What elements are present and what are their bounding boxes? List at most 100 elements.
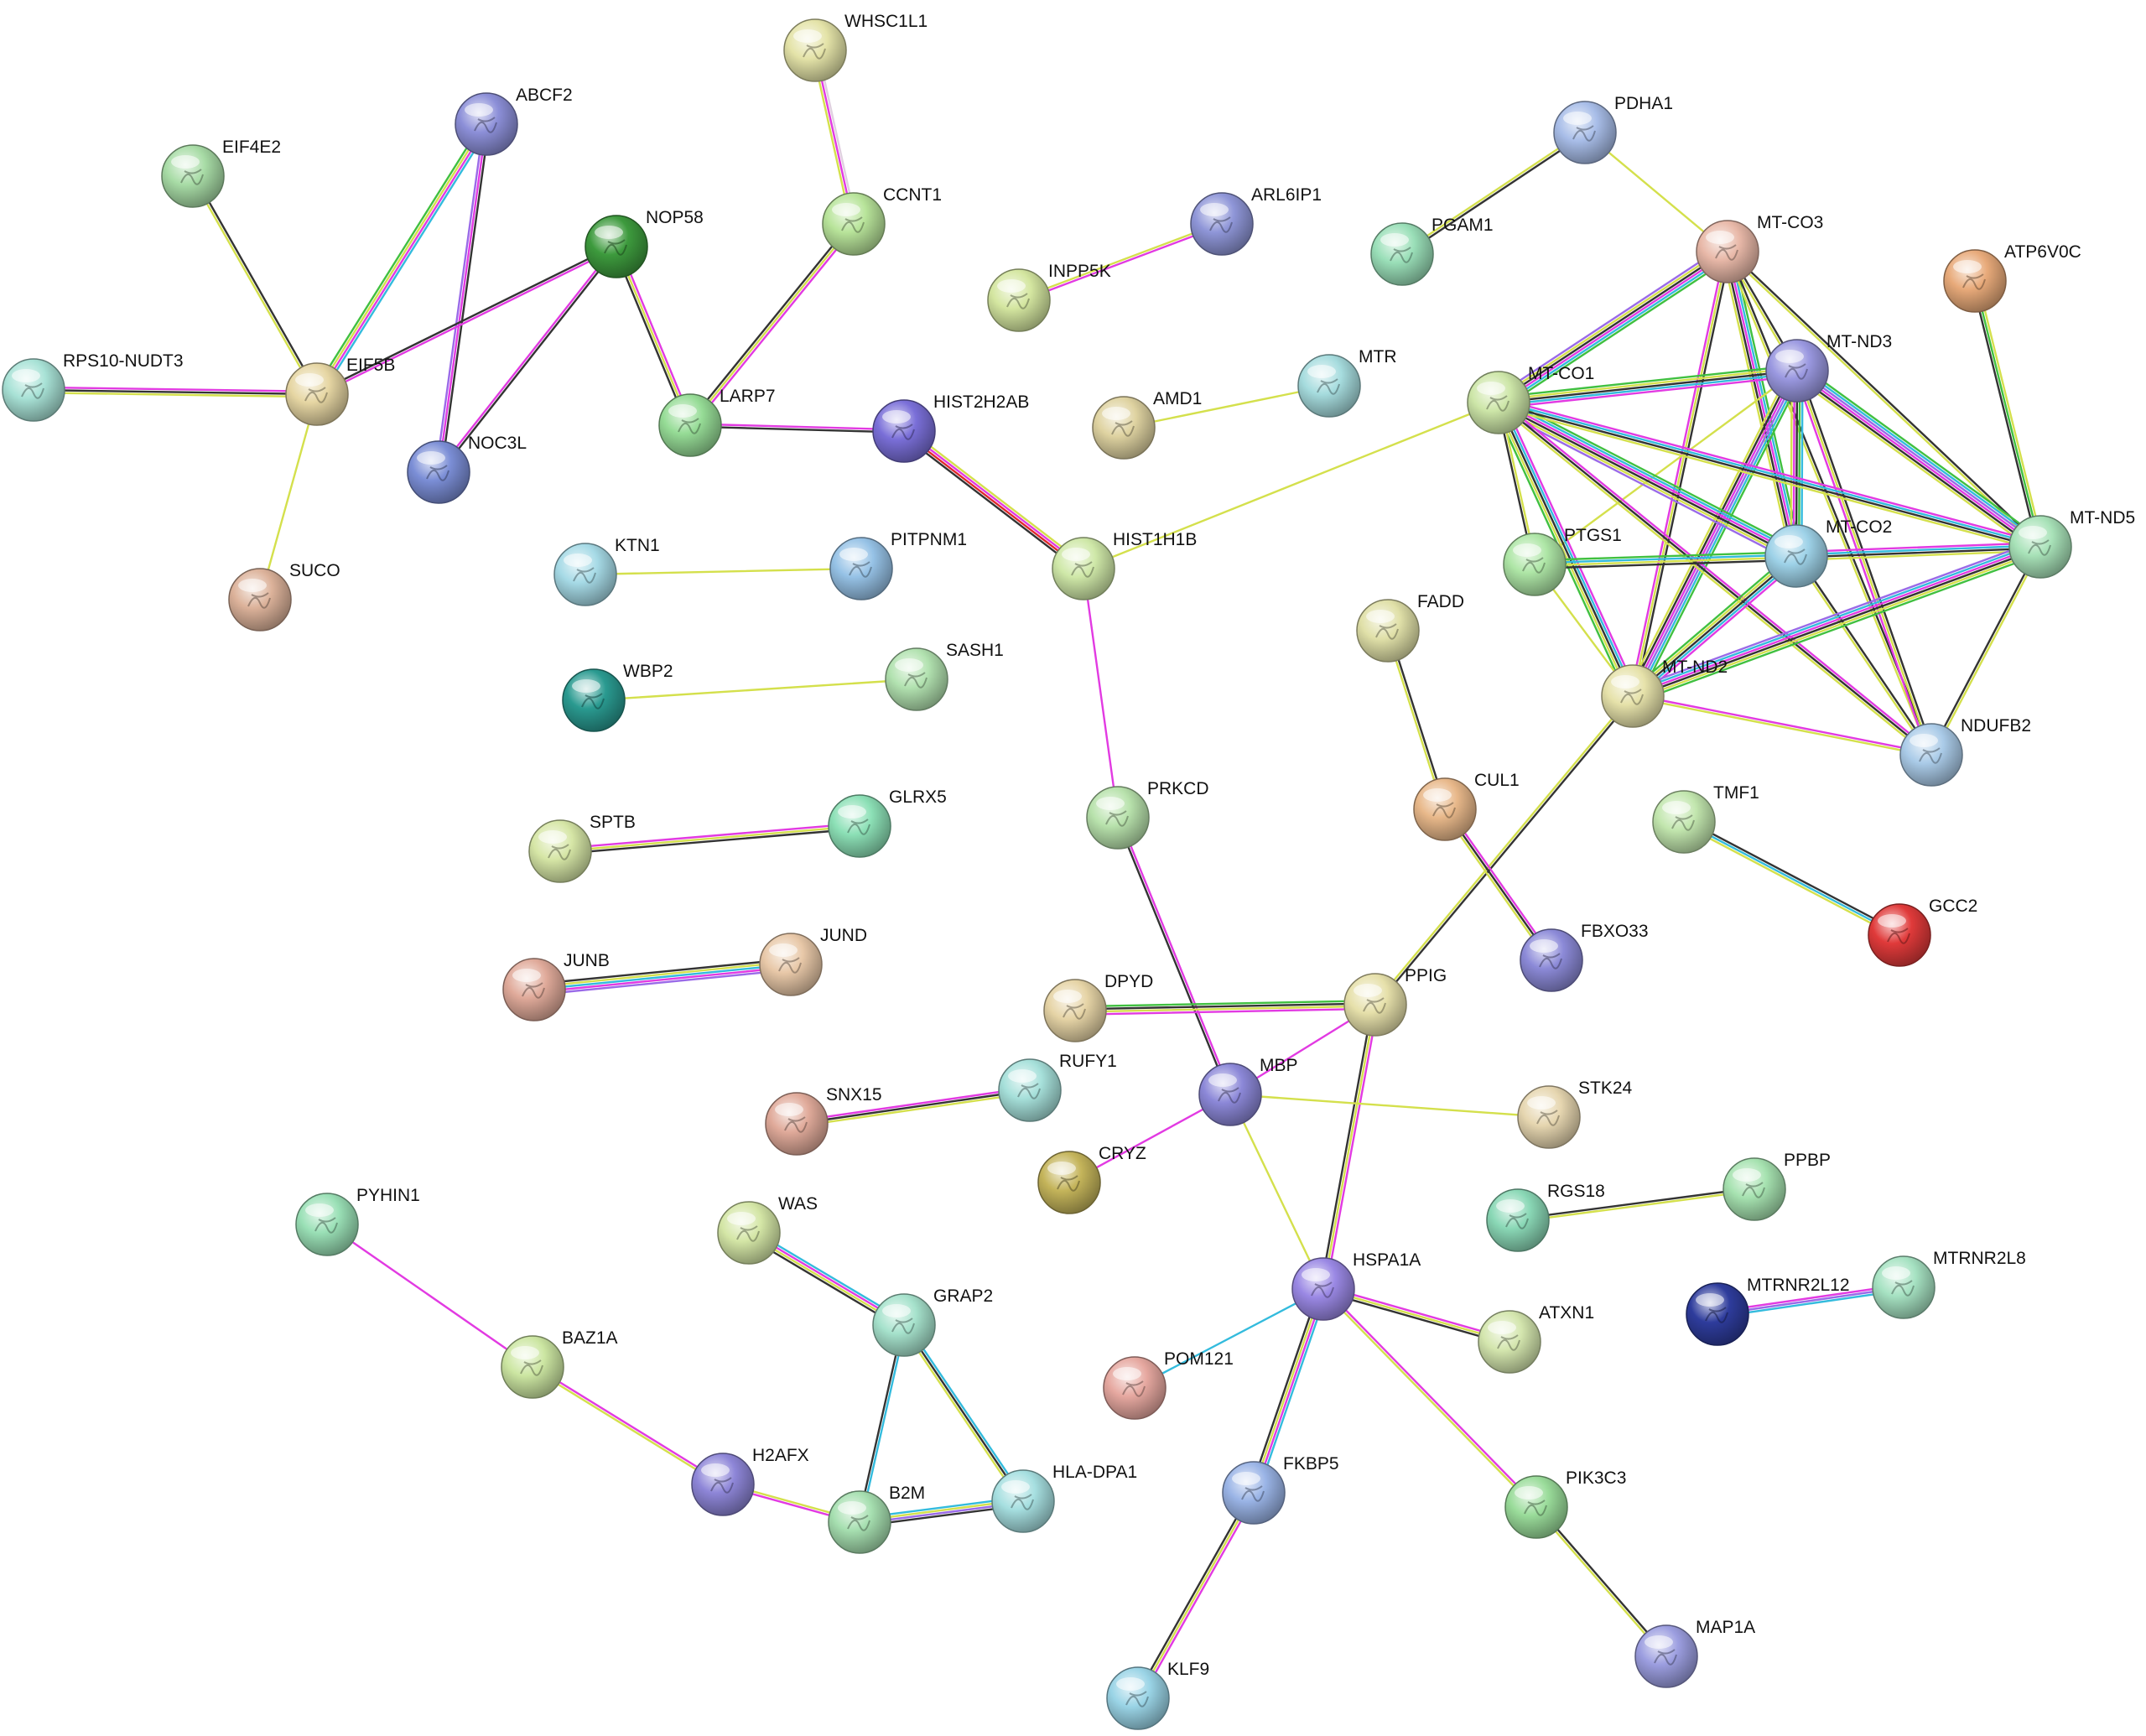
node-mt-co2[interactable]: MT-CO2 <box>1764 517 1892 588</box>
node-mtr[interactable]: MTR <box>1297 347 1397 418</box>
node-ball[interactable] <box>759 933 823 996</box>
node-prkcd[interactable]: PRKCD <box>1086 779 1209 850</box>
node-suco[interactable]: SUCO <box>228 561 340 632</box>
node-b2m[interactable]: B2M <box>828 1484 925 1554</box>
node-ball[interactable] <box>765 1092 829 1156</box>
node-ball[interactable] <box>1198 1063 1262 1126</box>
node-ball[interactable] <box>987 268 1051 332</box>
node-pom121[interactable]: POM121 <box>1103 1349 1234 1420</box>
node-glrx5[interactable]: GLRX5 <box>828 787 947 858</box>
node-pik3c3[interactable]: PIK3C3 <box>1504 1468 1626 1539</box>
node-sptb[interactable]: SPTB <box>528 813 636 883</box>
node-ball[interactable] <box>872 1293 936 1357</box>
node-ball[interactable] <box>295 1193 359 1256</box>
node-hspa1a[interactable]: HSPA1A <box>1291 1250 1421 1321</box>
node-ball[interactable] <box>1092 396 1156 460</box>
node-abcf2[interactable]: ABCF2 <box>455 86 573 156</box>
node-pitpnm1[interactable]: PITPNM1 <box>829 530 967 600</box>
node-fadd[interactable]: FADD <box>1356 592 1464 663</box>
node-pgam1[interactable]: PGAM1 <box>1370 216 1494 286</box>
node-fbxo33[interactable]: FBXO33 <box>1520 922 1649 992</box>
node-ball[interactable] <box>1652 790 1716 854</box>
node-wbp2[interactable]: WBP2 <box>562 662 673 732</box>
node-noc3l[interactable]: NOC3L <box>407 434 527 504</box>
node-ball[interactable] <box>1486 1188 1550 1252</box>
node-ball[interactable] <box>1370 222 1434 286</box>
node-ball[interactable] <box>285 362 349 426</box>
node-ball[interactable] <box>1037 1151 1101 1214</box>
node-ball[interactable] <box>1343 973 1407 1037</box>
node-ball[interactable] <box>1356 599 1420 663</box>
node-ball[interactable] <box>562 668 626 732</box>
node-ball[interactable] <box>1106 1666 1170 1730</box>
node-ball[interactable] <box>1601 664 1665 728</box>
node-rgs18[interactable]: RGS18 <box>1486 1182 1605 1252</box>
node-ball[interactable] <box>717 1201 781 1265</box>
node-ball[interactable] <box>1222 1461 1286 1525</box>
node-ball[interactable] <box>407 440 470 504</box>
node-mt-nd3[interactable]: MT-ND3 <box>1765 332 1892 403</box>
node-ppbp[interactable]: PPBP <box>1723 1151 1831 1221</box>
node-ball[interactable] <box>1686 1282 1749 1346</box>
node-ball[interactable] <box>2008 515 2072 579</box>
node-hist2h2ab[interactable]: HIST2H2AB <box>872 392 1029 463</box>
node-larp7[interactable]: LARP7 <box>658 387 776 457</box>
node-ball[interactable] <box>1103 1356 1167 1420</box>
node-hist1h1b[interactable]: HIST1H1B <box>1052 530 1197 600</box>
node-ptgs1[interactable]: PTGS1 <box>1503 526 1622 596</box>
node-was[interactable]: WAS <box>717 1194 818 1265</box>
node-mt-nd2[interactable]: MT-ND2 <box>1601 657 1728 728</box>
node-ball[interactable] <box>501 1335 564 1399</box>
node-ball[interactable] <box>161 144 225 208</box>
node-ball[interactable] <box>1086 786 1150 850</box>
node-inpp5k[interactable]: INPP5K <box>987 262 1111 332</box>
node-ball[interactable] <box>829 537 893 600</box>
node-ball[interactable] <box>783 18 847 82</box>
node-ball[interactable] <box>1520 928 1583 992</box>
node-ball[interactable] <box>228 568 292 632</box>
node-ball[interactable] <box>1504 1475 1568 1539</box>
node-ball[interactable] <box>1517 1085 1581 1149</box>
node-tmf1[interactable]: TMF1 <box>1652 783 1759 854</box>
node-rps10-nudt3[interactable]: RPS10-NUDT3 <box>2 351 184 422</box>
node-ball[interactable] <box>1943 249 2007 313</box>
node-mbp[interactable]: MBP <box>1198 1056 1298 1126</box>
node-ball[interactable] <box>528 819 592 883</box>
node-ball[interactable] <box>1723 1157 1786 1221</box>
node-ball[interactable] <box>1467 371 1530 434</box>
node-jund[interactable]: JUND <box>759 926 867 996</box>
node-ball[interactable] <box>998 1058 1062 1122</box>
node-ball[interactable] <box>1043 979 1107 1042</box>
node-mtrnr2l12[interactable]: MTRNR2L12 <box>1686 1276 1850 1346</box>
node-ball[interactable] <box>455 92 518 156</box>
node-ktn1[interactable]: KTN1 <box>553 536 660 606</box>
node-ppig[interactable]: PPIG <box>1343 966 1447 1037</box>
node-klf9[interactable]: KLF9 <box>1106 1660 1209 1730</box>
node-ball[interactable] <box>1190 192 1254 256</box>
node-ball[interactable] <box>502 958 566 1021</box>
node-mt-co1[interactable]: MT-CO1 <box>1467 364 1594 434</box>
node-ball[interactable] <box>1696 220 1759 283</box>
node-dpyd[interactable]: DPYD <box>1043 972 1153 1042</box>
node-ball[interactable] <box>553 543 617 606</box>
node-ball[interactable] <box>885 647 948 711</box>
node-cryz[interactable]: CRYZ <box>1037 1144 1146 1214</box>
node-arl6ip1[interactable]: ARL6IP1 <box>1190 185 1322 256</box>
node-ball[interactable] <box>872 399 936 463</box>
node-ball[interactable] <box>1291 1257 1355 1321</box>
node-ball[interactable] <box>822 192 886 256</box>
node-snx15[interactable]: SNX15 <box>765 1085 882 1156</box>
node-ball[interactable] <box>828 794 891 858</box>
node-mtrnr2l8[interactable]: MTRNR2L8 <box>1872 1249 2026 1319</box>
node-map1a[interactable]: MAP1A <box>1634 1618 1755 1688</box>
node-ball[interactable] <box>2 358 65 422</box>
node-pyhin1[interactable]: PYHIN1 <box>295 1186 420 1256</box>
node-ball[interactable] <box>1634 1624 1698 1688</box>
node-baz1a[interactable]: BAZ1A <box>501 1328 618 1399</box>
node-ball[interactable] <box>991 1469 1055 1533</box>
node-pdha1[interactable]: PDHA1 <box>1553 94 1673 164</box>
node-ball[interactable] <box>828 1490 891 1554</box>
node-ccnt1[interactable]: CCNT1 <box>822 185 942 256</box>
node-eif5b[interactable]: EIF5B <box>285 356 395 426</box>
node-nop58[interactable]: NOP58 <box>585 208 704 278</box>
